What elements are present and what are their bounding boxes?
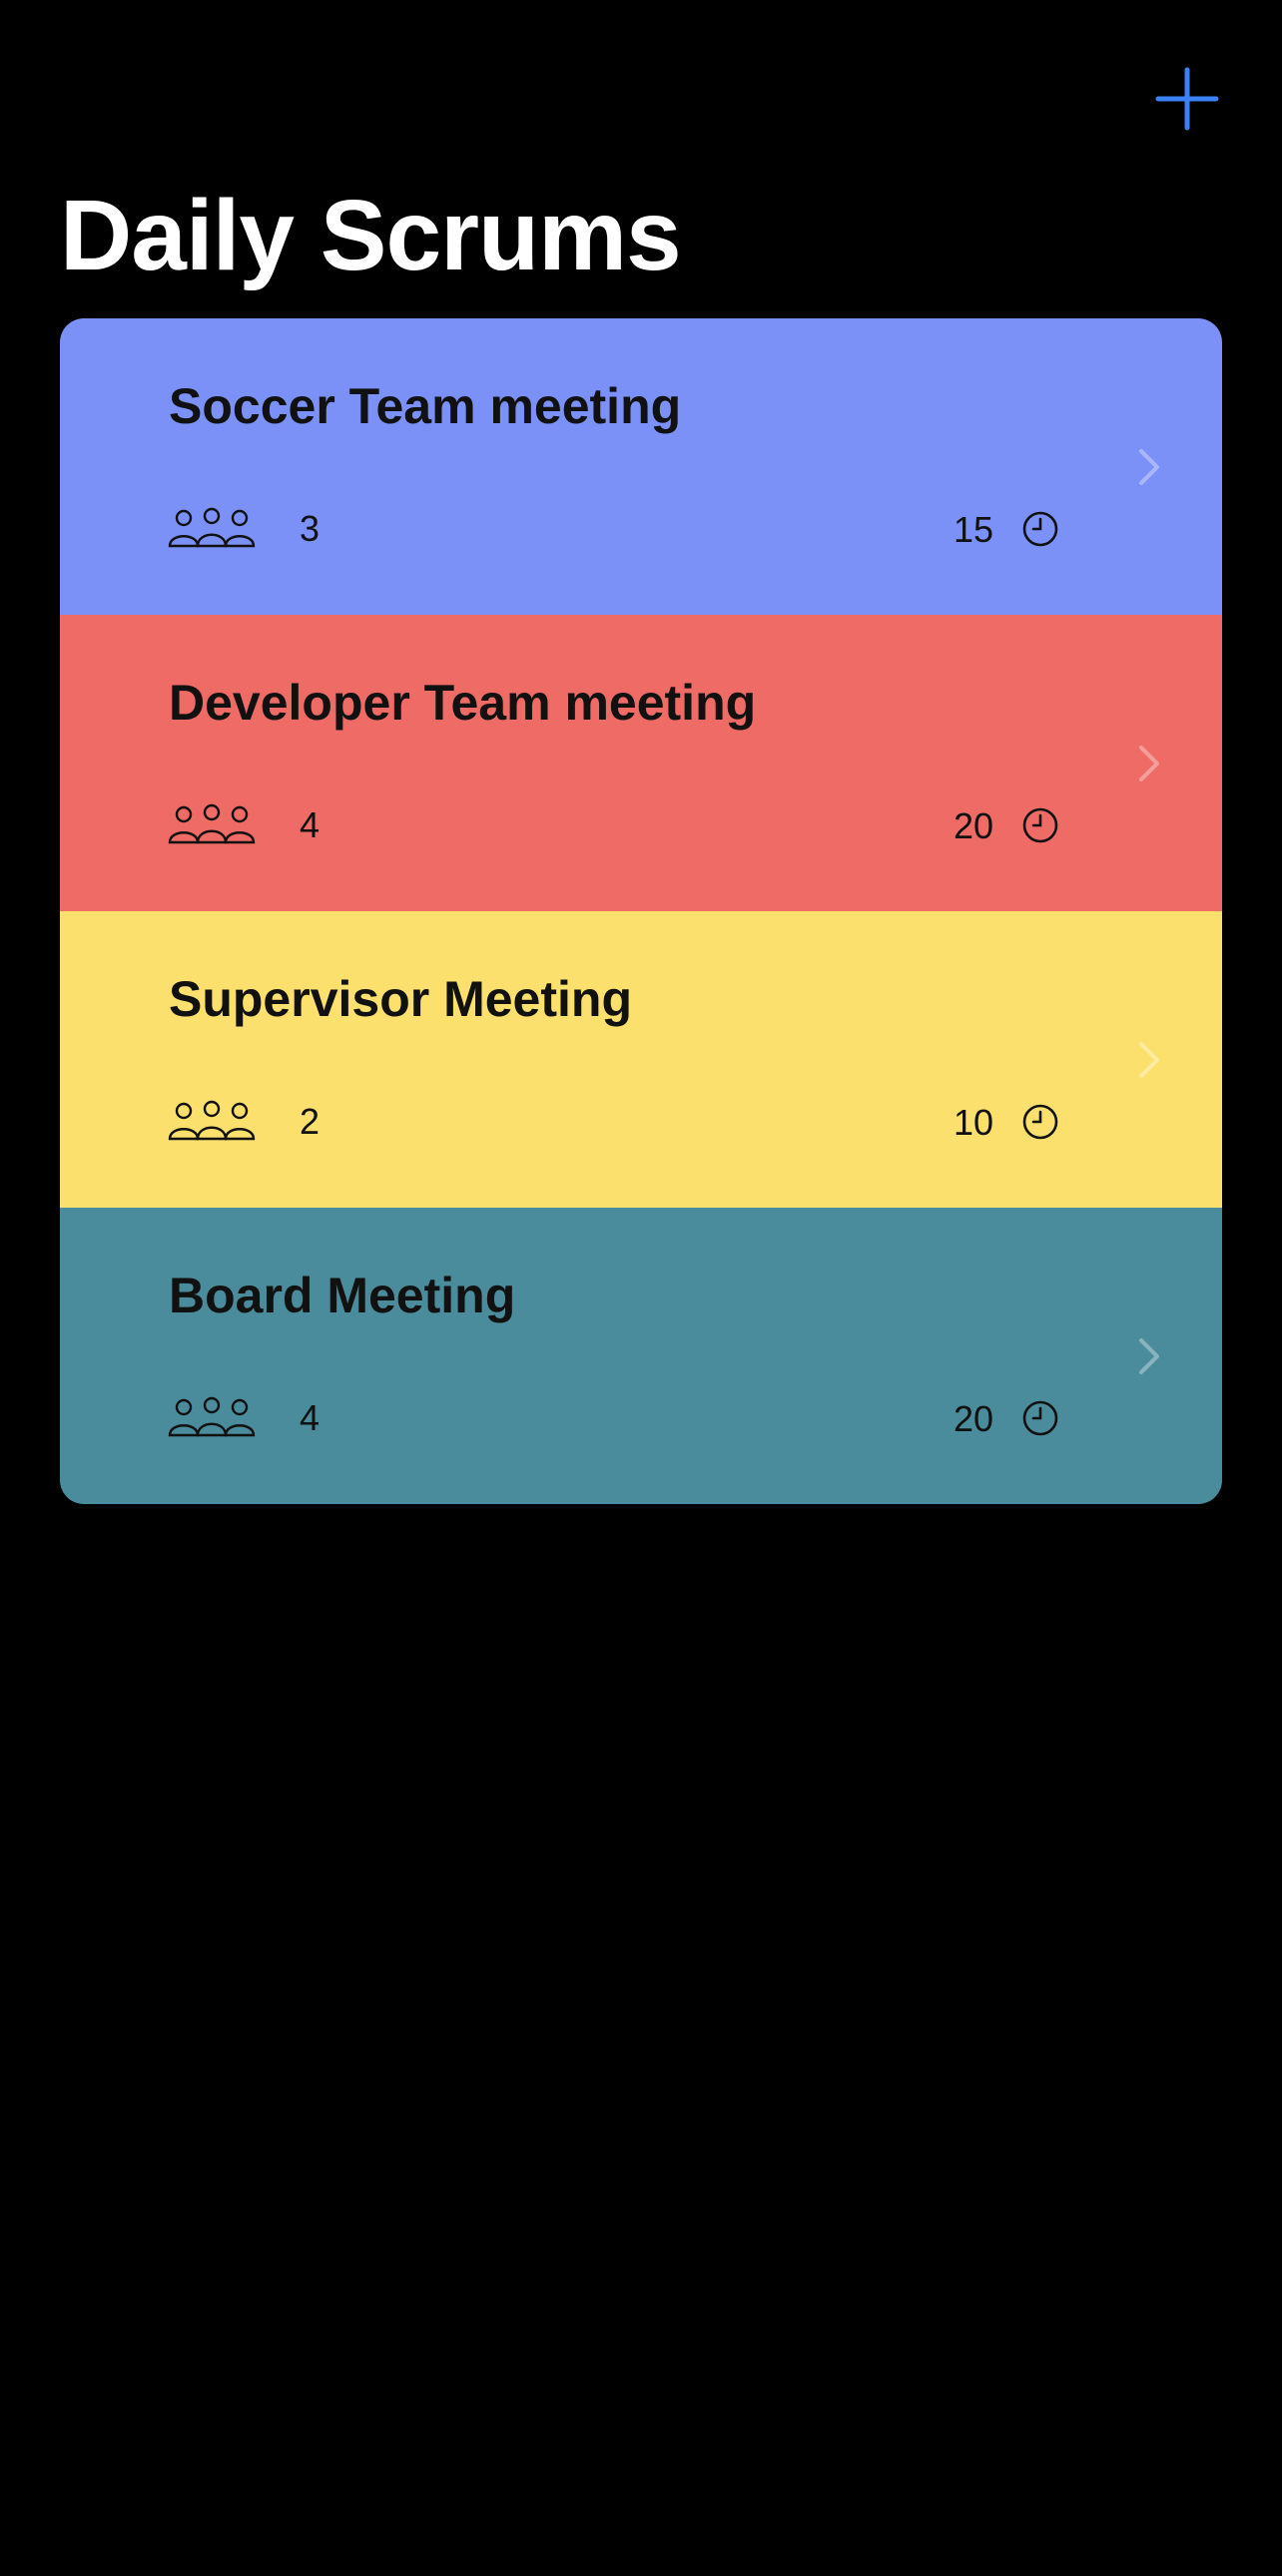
scrum-title: Developer Team meeting bbox=[169, 675, 757, 731]
clock-icon bbox=[1021, 1103, 1059, 1141]
scrum-title: Board Meeting bbox=[169, 1268, 516, 1323]
people-icon bbox=[168, 1099, 256, 1143]
chevron-right-icon bbox=[1136, 446, 1162, 488]
attendee-count: 4 bbox=[300, 1397, 320, 1438]
chevron-right-icon bbox=[1136, 1335, 1162, 1377]
scrum-row[interactable]: Board Meeting 4 20 bbox=[60, 1208, 1222, 1504]
scrum-title: Soccer Team meeting bbox=[169, 378, 682, 434]
scrum-row[interactable]: Soccer Team meeting 3 15 bbox=[60, 318, 1222, 615]
attendee-count: 4 bbox=[300, 804, 320, 845]
clock-icon bbox=[1021, 510, 1059, 548]
clock-icon bbox=[1021, 806, 1059, 844]
people-icon bbox=[168, 1395, 256, 1439]
add-scrum-button[interactable] bbox=[1154, 66, 1220, 132]
clock-icon bbox=[1021, 1399, 1059, 1437]
chevron-right-icon bbox=[1136, 1039, 1162, 1081]
duration-minutes: 20 bbox=[953, 805, 993, 846]
page-title: Daily Scrums bbox=[60, 180, 682, 291]
people-icon bbox=[168, 802, 256, 846]
plus-icon bbox=[1154, 66, 1220, 132]
scrum-list: Soccer Team meeting 3 15 Developer Team … bbox=[60, 318, 1222, 1504]
scrum-title: Supervisor Meeting bbox=[169, 971, 632, 1027]
people-icon bbox=[168, 506, 256, 550]
duration-minutes: 20 bbox=[953, 1398, 993, 1439]
chevron-right-icon bbox=[1136, 743, 1162, 784]
scrum-row[interactable]: Developer Team meeting 4 20 bbox=[60, 615, 1222, 911]
attendee-count: 3 bbox=[300, 508, 320, 549]
duration-minutes: 10 bbox=[953, 1102, 993, 1143]
attendee-count: 2 bbox=[300, 1101, 320, 1142]
duration-minutes: 15 bbox=[953, 509, 993, 550]
scrum-row[interactable]: Supervisor Meeting 2 10 bbox=[60, 911, 1222, 1208]
